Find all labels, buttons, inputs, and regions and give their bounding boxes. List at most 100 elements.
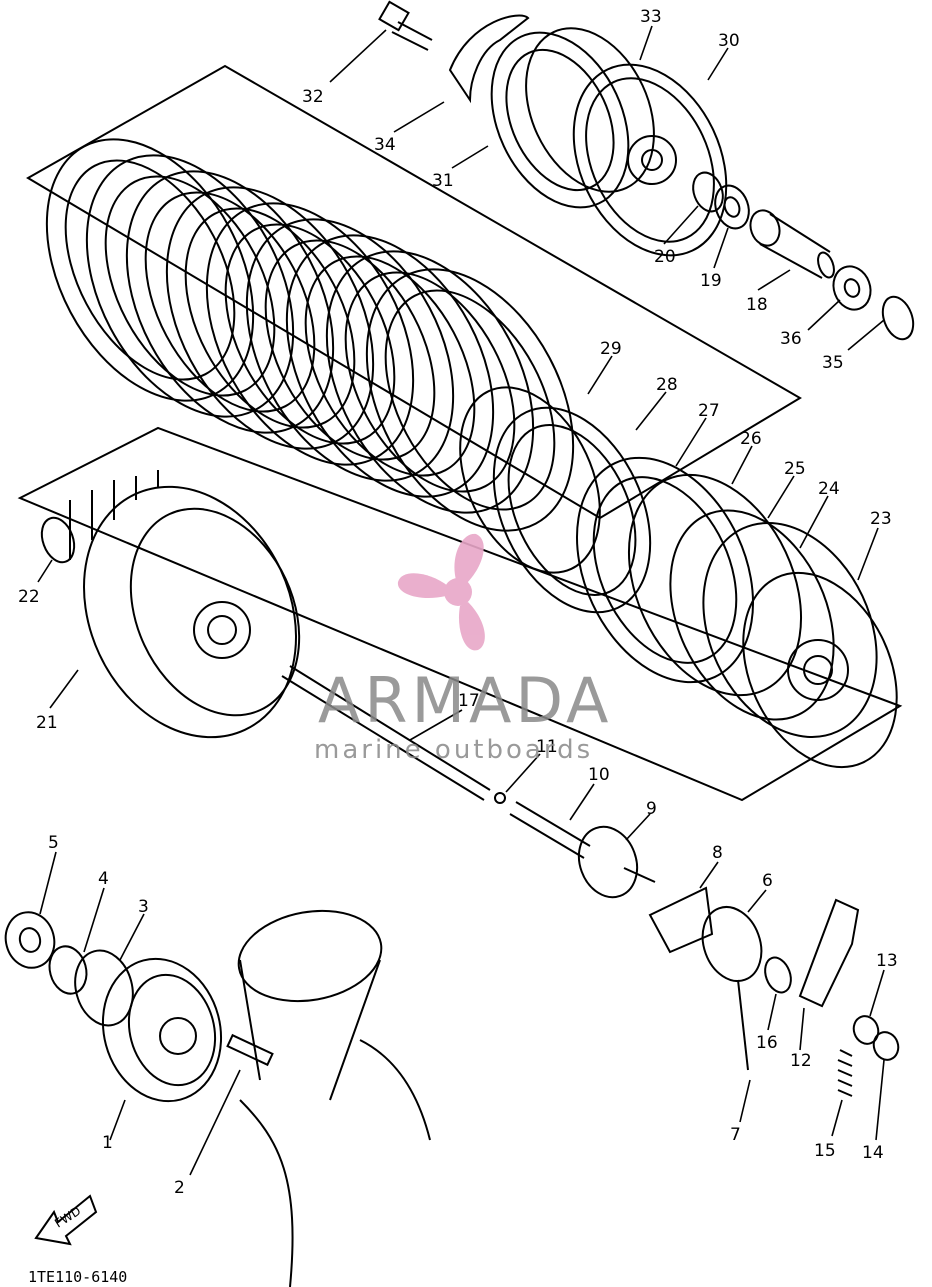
callout-label: 7 [730, 1125, 741, 1145]
callout-label: 1 [102, 1133, 113, 1153]
plate-8 [648, 886, 714, 954]
callout-label: 6 [762, 871, 773, 891]
push-rod-10 [509, 801, 591, 859]
callout-label: 22 [18, 587, 40, 607]
callout-23: 23 [857, 509, 892, 581]
callout-3: 3 [119, 897, 149, 961]
callout-7: 7 [730, 1079, 751, 1145]
callout-label: 9 [646, 799, 657, 819]
washer-22 [40, 516, 76, 564]
callout-19: 19 [700, 227, 729, 291]
boss-24 [702, 522, 878, 738]
callout-label: 5 [48, 833, 59, 853]
callout-15: 15 [814, 1099, 843, 1161]
washer-3 [74, 949, 134, 1027]
armada-watermark: ARMADA marine outboards [314, 533, 612, 765]
callout-16: 16 [756, 993, 778, 1053]
plate-26 [627, 473, 803, 697]
watermark-tagline: marine outboards [314, 735, 593, 765]
callout-31: 31 [432, 145, 489, 191]
callout-label: 8 [712, 843, 723, 863]
callout-33: 33 [639, 7, 662, 61]
callout-25: 25 [767, 459, 806, 519]
lock-washer-4 [48, 945, 88, 995]
callout-34: 34 [374, 101, 445, 155]
callout-21: 21 [36, 669, 79, 733]
diagram-code: 1TE110-6140 [28, 1268, 127, 1286]
clutch-boss-23 [742, 571, 898, 769]
boss-25 [669, 509, 835, 721]
ball-11 [494, 792, 506, 804]
callout-11: 11 [505, 737, 558, 793]
nut-14 [872, 1031, 900, 1061]
spring-15 [837, 1049, 853, 1097]
callout-36: 36 [780, 299, 841, 349]
callout-14: 14 [862, 1059, 885, 1163]
callout-label: 17 [458, 691, 480, 711]
callout-label: 19 [700, 271, 722, 291]
callout-13: 13 [869, 951, 898, 1017]
crankshaft-outline [237, 909, 431, 1287]
callout-label: 36 [780, 329, 802, 349]
callout-label: 25 [784, 459, 806, 479]
callout-30: 30 [707, 31, 740, 81]
retainer-34 [448, 14, 530, 104]
callout-6: 6 [747, 871, 773, 913]
callout-label: 16 [756, 1033, 778, 1053]
armada-propeller-logo [397, 533, 485, 651]
clutch-plate [285, 234, 495, 498]
ring-33 [525, 27, 655, 193]
spring-plate-31 [490, 31, 630, 209]
plate-29 [459, 386, 601, 574]
callout-29: 29 [587, 339, 622, 395]
callout-32: 32 [302, 29, 387, 107]
callout-label: 23 [870, 509, 892, 529]
lever-12 [798, 898, 860, 1008]
callout-17: 17 [409, 691, 480, 741]
ring-20 [692, 171, 724, 213]
callout-label: 2 [174, 1178, 185, 1198]
callout-4: 4 [83, 869, 109, 953]
callout-1: 1 [102, 1099, 126, 1153]
callout-label: 21 [36, 713, 58, 733]
callout-35: 35 [822, 319, 885, 373]
callout-12: 12 [790, 1007, 812, 1071]
clutch-plate-stack [45, 138, 575, 532]
washer-19 [714, 184, 750, 230]
callout-9: 9 [625, 799, 657, 841]
callout-8: 8 [699, 843, 723, 889]
callout-label: 14 [862, 1143, 884, 1163]
primary-drive-gear-1 [101, 957, 223, 1103]
callout-label: 20 [654, 247, 676, 267]
nut-5 [4, 911, 56, 969]
callout-24: 24 [799, 479, 840, 549]
bolt-32 [378, 0, 433, 51]
callout-label: 15 [814, 1141, 836, 1161]
clutch-plate [325, 250, 535, 514]
callout-label: 18 [746, 295, 768, 315]
watermark-brand: ARMADA [318, 664, 612, 737]
callout-label: 28 [656, 375, 678, 395]
clutch-housing-21 [69, 470, 301, 739]
callout-label: 27 [698, 401, 720, 421]
callout-28: 28 [635, 375, 678, 431]
callout-label: 24 [818, 479, 840, 499]
lower-parts-frame [17, 426, 903, 802]
callout-label: 3 [138, 897, 149, 917]
callout-label: 32 [302, 87, 324, 107]
pin-7 [737, 979, 749, 1071]
callout-18: 18 [746, 269, 791, 315]
callout-26: 26 [731, 429, 762, 485]
callout-label: 31 [432, 171, 454, 191]
callout-label: 35 [822, 353, 844, 373]
callout-20: 20 [654, 205, 699, 267]
callout-label: 11 [536, 737, 558, 757]
push-rod-18 [749, 209, 835, 279]
callout-2: 2 [174, 1069, 241, 1198]
key-2 [226, 1033, 274, 1067]
callout-label: 33 [640, 7, 662, 27]
fwd-arrow: FWD [34, 1194, 98, 1246]
push-rod-17 [281, 665, 491, 801]
callout-22: 22 [18, 559, 53, 607]
